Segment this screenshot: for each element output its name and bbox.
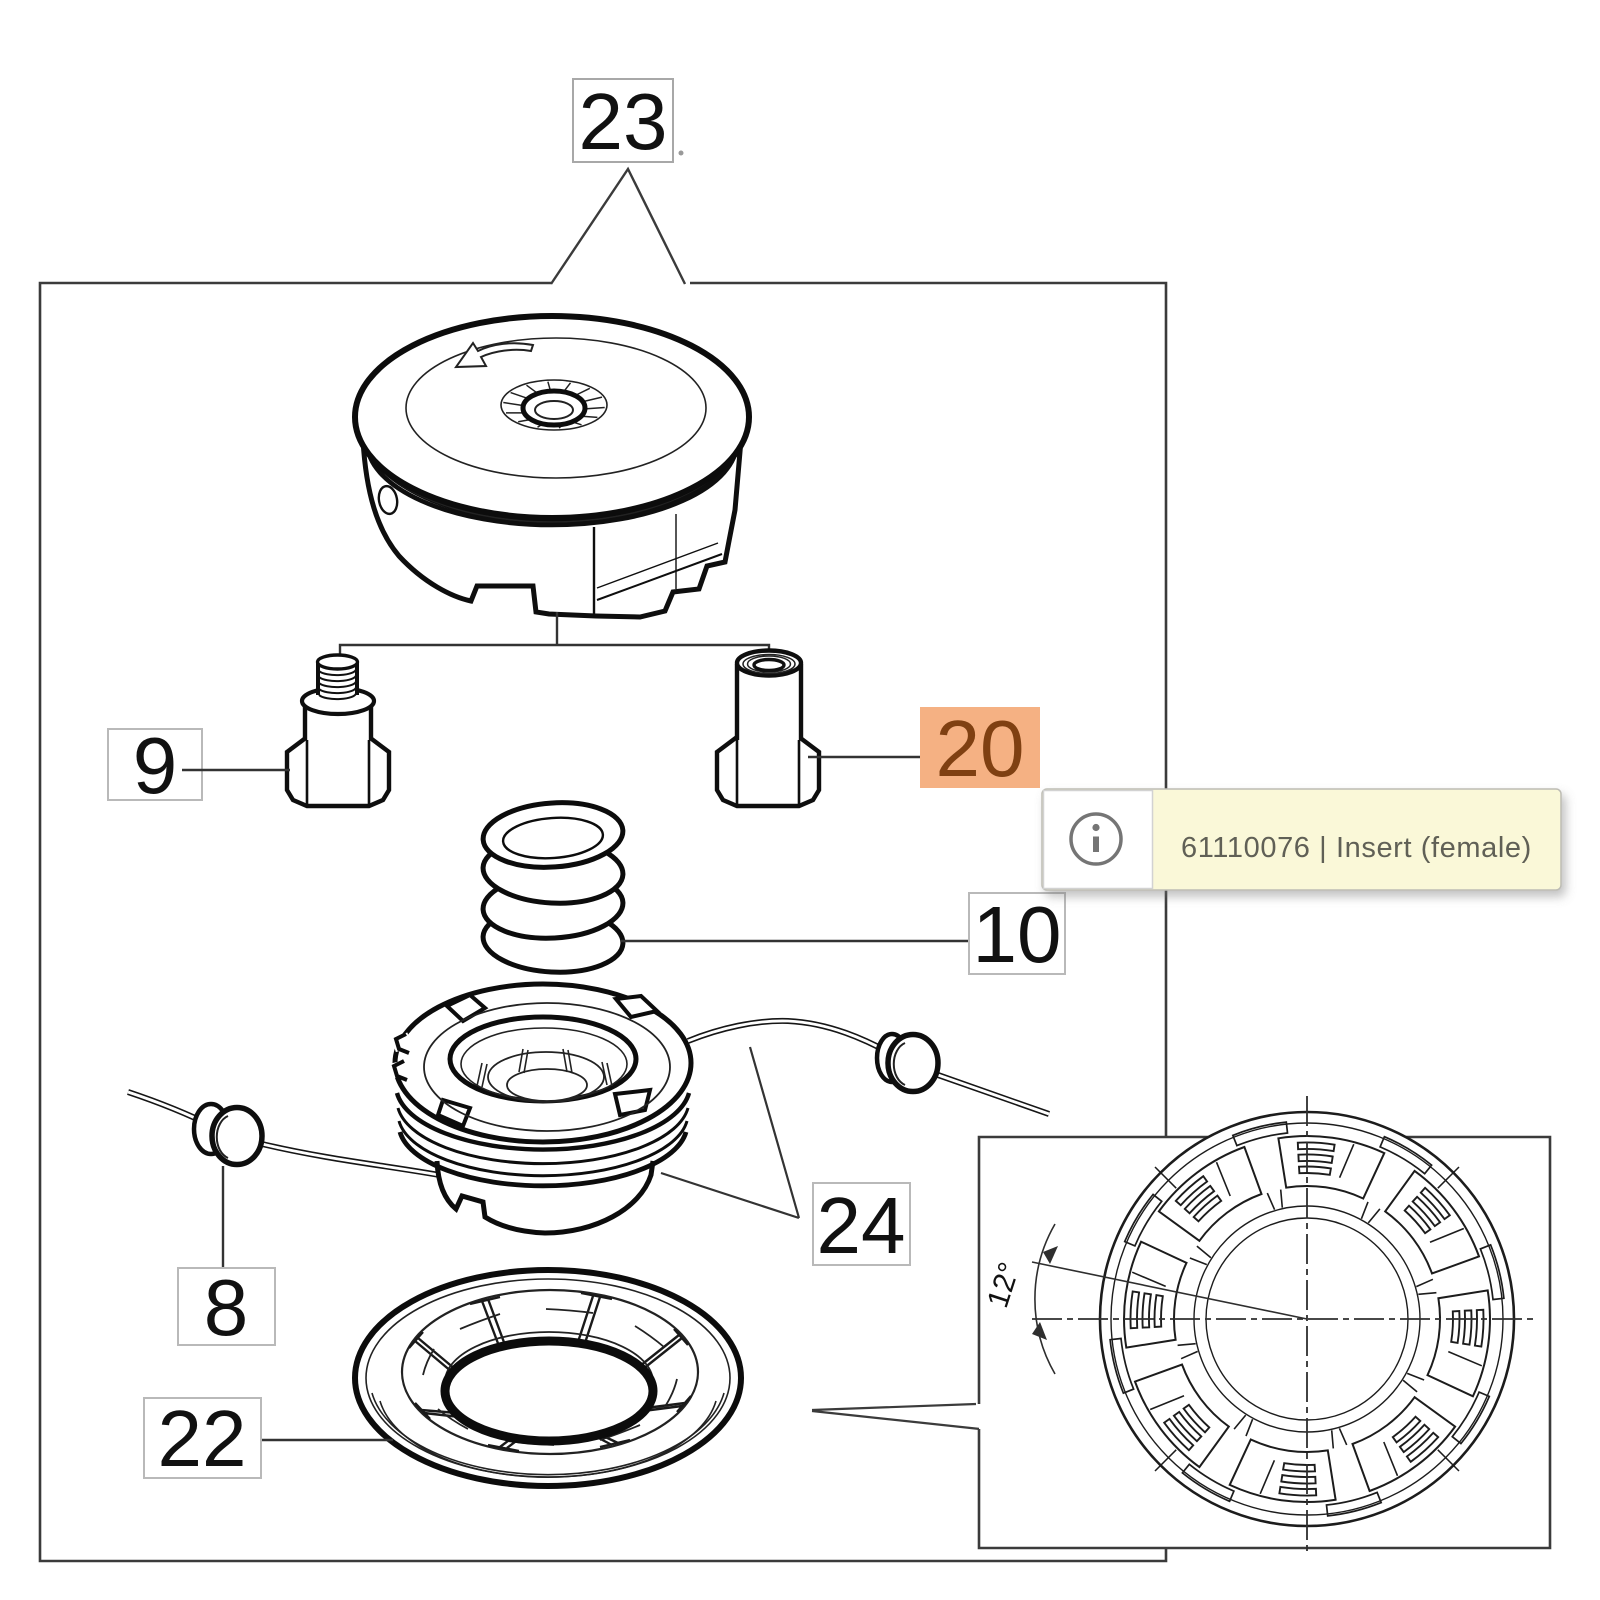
svg-text:9: 9 xyxy=(133,721,178,810)
svg-text:22: 22 xyxy=(158,1394,247,1483)
svg-text:8: 8 xyxy=(204,1263,249,1352)
svg-text:24: 24 xyxy=(817,1181,906,1270)
svg-text:10: 10 xyxy=(973,890,1062,979)
svg-text:20: 20 xyxy=(936,704,1025,793)
svg-text:23: 23 xyxy=(579,77,668,166)
svg-text:61110076 | Insert (female): 61110076 | Insert (female) xyxy=(1181,832,1532,864)
